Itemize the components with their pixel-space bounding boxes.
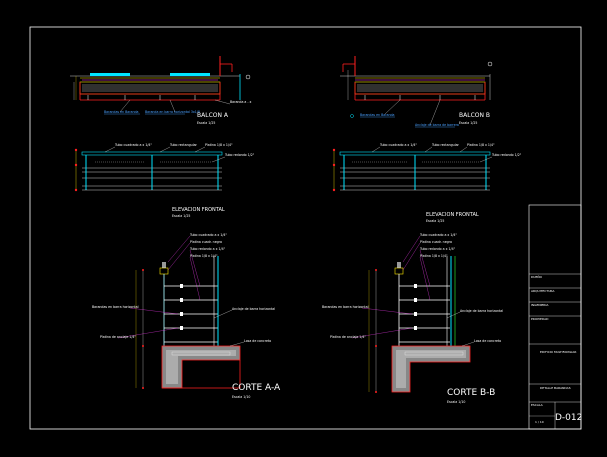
- title-block-project: EDIFICIO MULTIFAMILIAR: [540, 350, 576, 354]
- section-b-scale: Escala 1/10: [447, 400, 465, 404]
- elevation-b-title: ELEVACION FRONTAL: [426, 212, 479, 218]
- elevation-b-scale: Escala 1/25: [426, 219, 444, 223]
- elevation-a-callout-4: Tubo redondo 1/2": [224, 153, 255, 157]
- section-b-callout-8: Losa de concreto: [474, 339, 501, 343]
- section-b-callout-1: Tubo cuadrado a x 1/4": [419, 233, 457, 237]
- section-b-title: CORTE B-B: [447, 388, 495, 398]
- elevation-b-callout-3: Platina 1/8 x 1/4": [467, 143, 495, 147]
- elevation-b-callout-4: Tubo redondo 1/2": [491, 153, 522, 157]
- balcony-a-scale: Escala 1/25: [197, 121, 215, 125]
- section-a-callout-7: Anclaje de barra horizontal: [232, 307, 275, 311]
- section-a-callout-4: Platina 1/8 x 1/4": [190, 254, 218, 258]
- title-block-sheet-number: D-012: [555, 413, 582, 423]
- elevation-a-callout-1: Tubo cuadrado a x 1/4": [114, 143, 152, 147]
- elevation-b-callout-1: Tubo cuadrado a x 1/4": [379, 143, 417, 147]
- title-block-field-4: PROPIEDAD: [531, 317, 549, 321]
- title-block-scale-label: ESCALA: [531, 403, 544, 407]
- title-block: DUEÑO ARQUITECTURA INGENIERIA PROPIEDAD …: [528, 204, 582, 430]
- balcony-b-scale: Escala 1/25: [459, 121, 477, 125]
- balcony-b-callout-left: Barandas en Baranda: [360, 113, 395, 117]
- title-block-scale-value: 1 / 10: [535, 420, 544, 424]
- section-a-title: CORTE A-A: [232, 383, 281, 393]
- title-block-sheet-title: DETALLE BARANDAS: [540, 386, 571, 390]
- balcony-b-callout-mid: Anclaje de barra de barrera: [415, 123, 459, 127]
- section-a-callout-6: Barandas en barra horizontal: [92, 305, 139, 309]
- section-a-callout-3: Tubo redondo a x 1/4": [189, 247, 226, 251]
- section-b-callout-7: Anclaje de barra horizontal: [460, 309, 503, 313]
- title-block-field-1: DUEÑO: [531, 274, 543, 279]
- section-b-callout-5: Platina de anclaje 1/4": [330, 335, 366, 339]
- title-block-field-2: ARQUITECTURA: [531, 289, 555, 293]
- elevation-b-callout-2: Tubo rectangular: [431, 143, 460, 147]
- balcony-a-callout-right: Baranda a - x: [230, 100, 252, 104]
- balcony-a-plan: Barandas en Baranda Baranda en barra hor…: [70, 56, 252, 125]
- elevation-a-scale: Escala 1/25: [172, 214, 190, 218]
- elevation-a-callout-2: Tubo rectangular: [169, 143, 198, 147]
- section-b-callout-4: Platina 1/8 x 1/4": [420, 254, 448, 258]
- section-a-a: Tubo cuadrado a x 1/4" Platina cuadr. ne…: [92, 233, 281, 399]
- section-a-callout-2: Platina cuadr. negra: [190, 240, 222, 244]
- balcony-b-title: BALCON B: [459, 112, 490, 119]
- elevation-a: Tubo cuadrado a x 1/4" Tubo rectangular …: [74, 143, 255, 218]
- section-a-callout-1: Tubo cuadrado a x 1/4": [189, 233, 227, 237]
- section-b-callout-2: Platina cuadr. negra: [420, 240, 452, 244]
- title-block-field-3: INGENIERIA: [531, 303, 549, 307]
- section-a-scale: Escala 1/10: [232, 395, 250, 399]
- section-b-callout-6: Barandas en barra horizontal: [322, 305, 369, 309]
- elevation-a-title: ELEVACION FRONTAL: [172, 207, 225, 213]
- elevation-a-callout-3: Platina 1/8 x 1/4": [205, 143, 233, 147]
- section-a-callout-8: Losa de concreto: [244, 339, 271, 343]
- section-b-b: Tubo cuadrado a x 1/4" Platina cuadr. ne…: [322, 233, 503, 404]
- balcony-a-callout-left: Barandas en Baranda: [104, 110, 139, 114]
- balcony-a-callout-mid: Baranda en barra horizontal 3x1/8: [145, 110, 200, 114]
- balcony-a-title: BALCON A: [197, 112, 229, 119]
- elevation-b: Tubo cuadrado a x 1/4" Tubo rectangular …: [332, 143, 522, 223]
- section-a-callout-5: Platina de anclaje 1/4": [100, 335, 136, 339]
- balcony-b-plan: Barandas en Baranda Anclaje de barra de …: [340, 56, 493, 128]
- section-b-callout-3: Tubo redondo a x 1/4": [419, 247, 456, 251]
